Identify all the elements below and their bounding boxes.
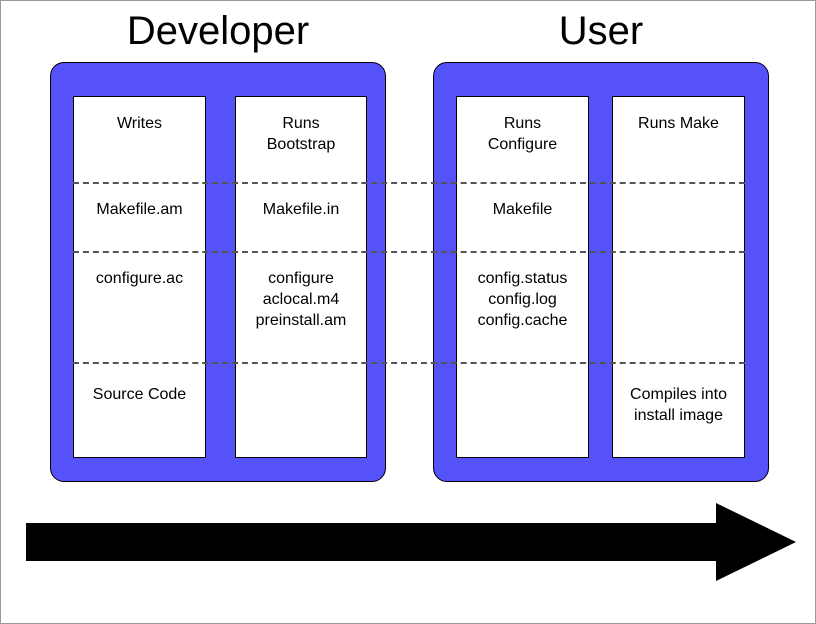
stage-column-runs-bootstrap: Runs Bootstrap Makefile.in configure acl…	[235, 96, 367, 458]
stage-cell: Runs Configure	[487, 115, 558, 153]
stage-column-writes: Writes Makefile.am configure.ac Source C…	[73, 96, 206, 458]
stage-cell: config.status config.log config.cache	[477, 270, 568, 329]
stage-cell: Makefile	[492, 201, 553, 218]
stage-column-runs-make: Runs Make Compiles into install image	[612, 96, 745, 458]
time-progression-arrow-icon	[26, 503, 796, 581]
section-title-user: User	[558, 9, 644, 53]
stage-cell	[236, 363, 366, 457]
stage-cell	[613, 252, 744, 363]
section-title-developer: Developer	[126, 9, 310, 53]
stage-cell: Runs Make	[638, 115, 719, 132]
row-separator-dashed	[73, 182, 745, 184]
stage-column-runs-configure: Runs Configure Makefile config.status co…	[456, 96, 589, 458]
stage-cell: Writes	[116, 115, 163, 132]
stage-cell: Runs Bootstrap	[266, 115, 336, 153]
stage-cell: configure aclocal.m4 preinstall.am	[255, 270, 347, 329]
stage-cell: Source Code	[92, 386, 187, 403]
stage-cell: Compiles into install image	[630, 386, 727, 424]
stage-cell	[457, 363, 588, 457]
stage-cell: Makefile.in	[262, 201, 340, 218]
row-separator-dashed	[73, 362, 745, 364]
stage-cell: configure.ac	[95, 270, 184, 287]
row-separator-dashed	[73, 251, 745, 253]
stage-cell	[613, 183, 744, 252]
stage-cell: Makefile.am	[96, 201, 183, 218]
